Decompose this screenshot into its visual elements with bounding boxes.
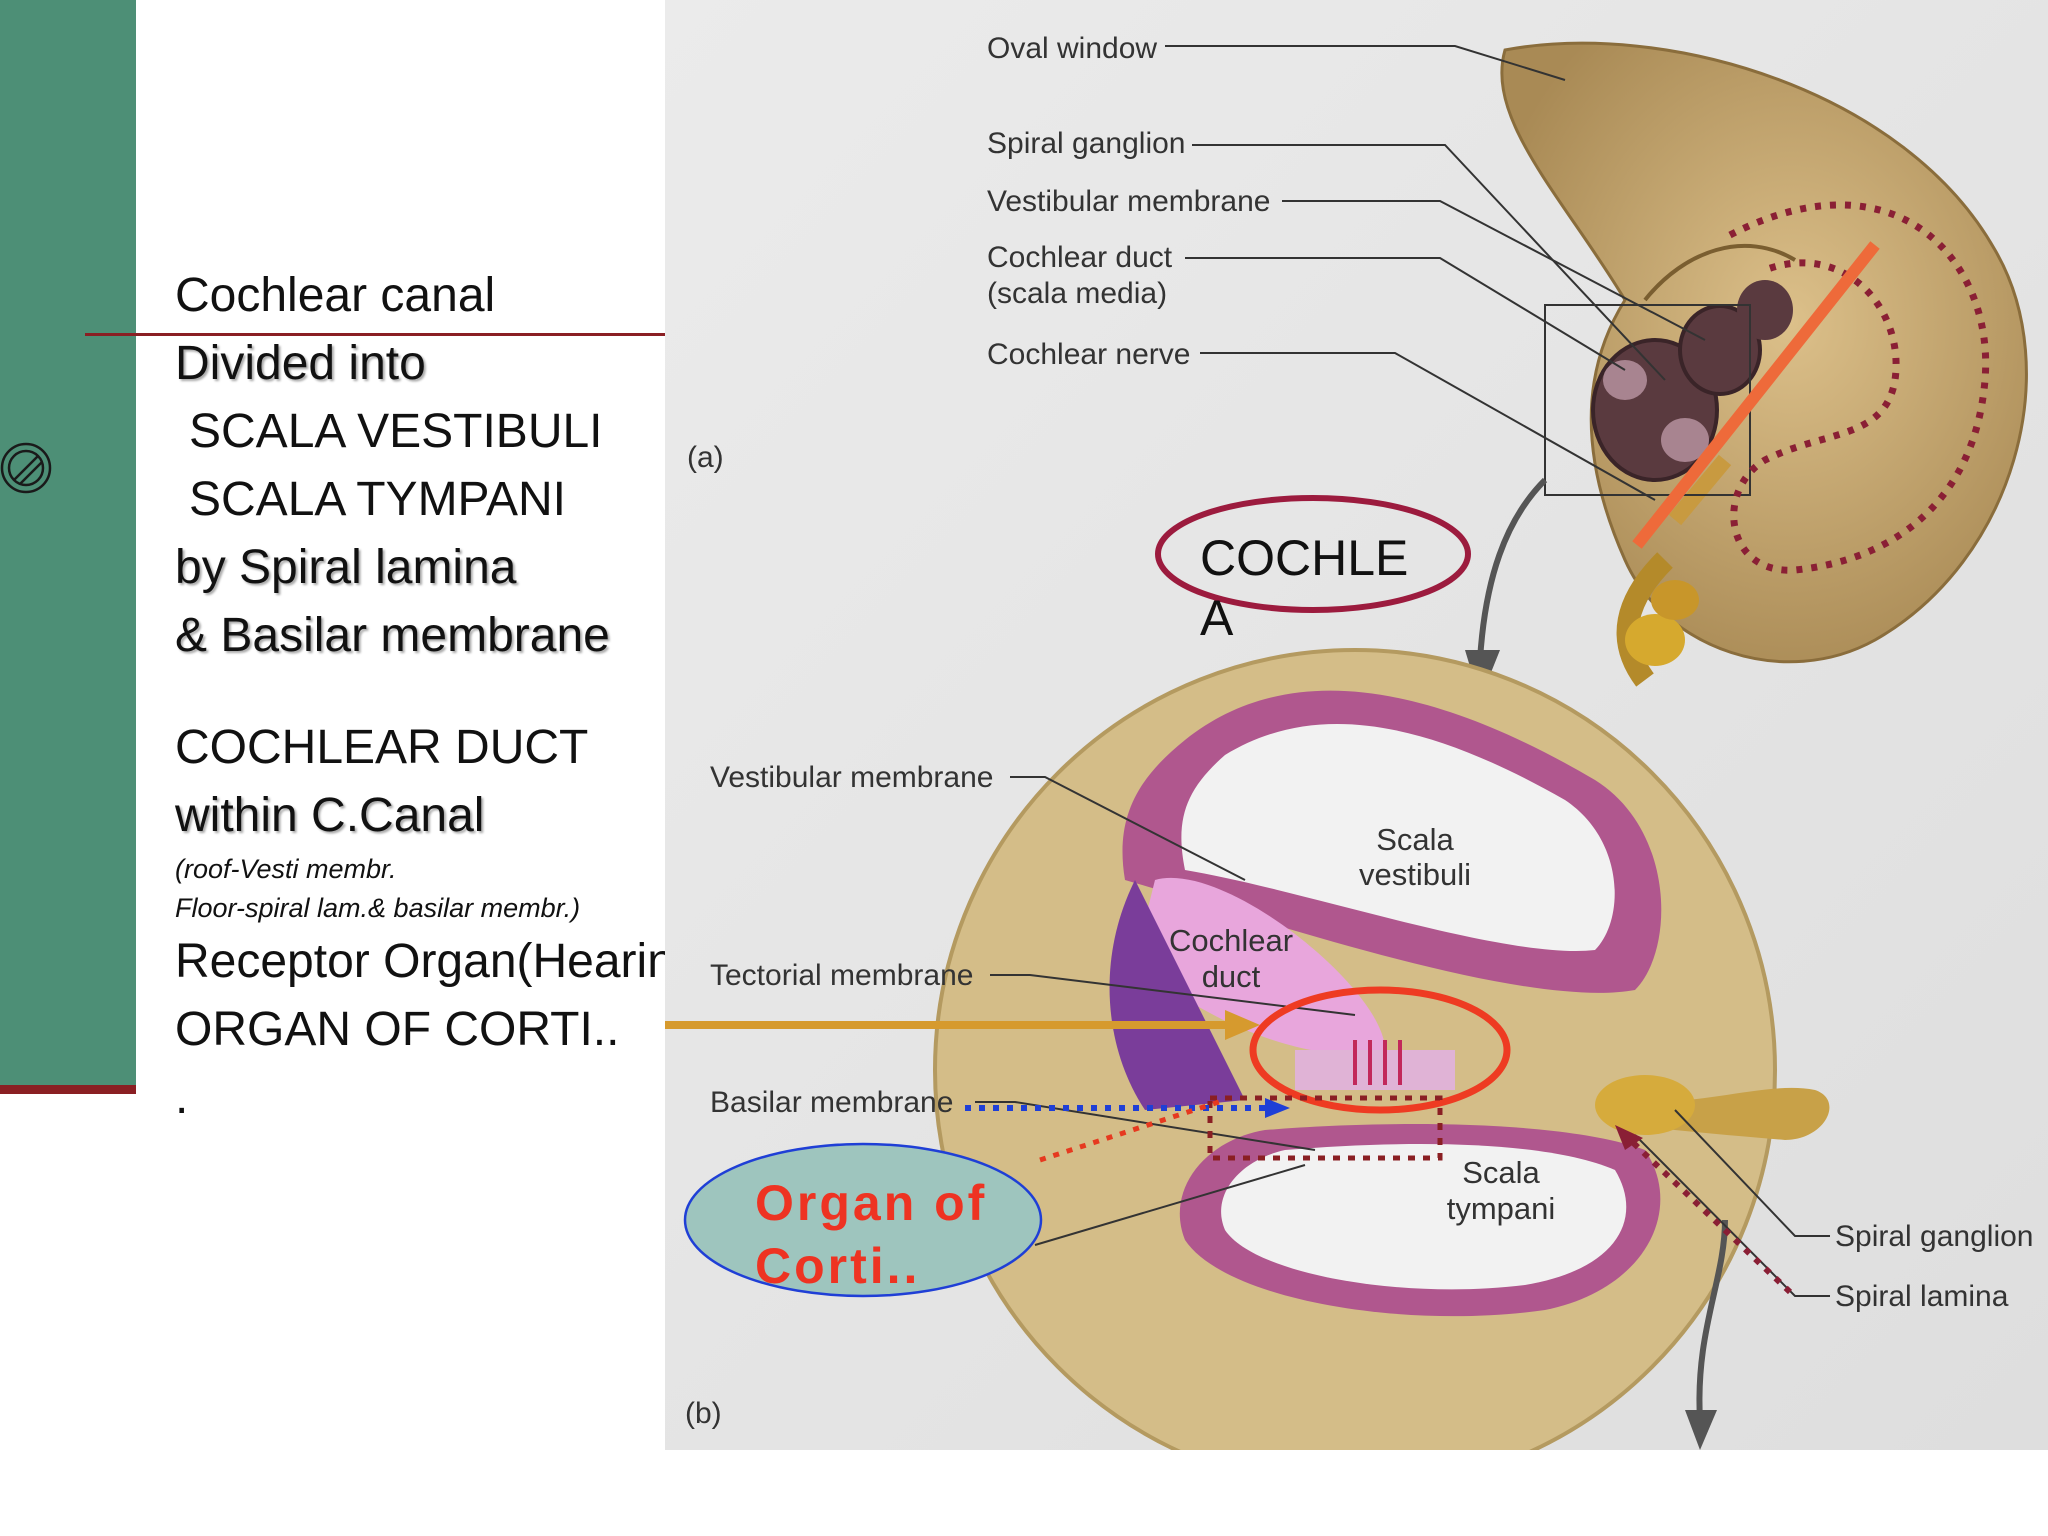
- label-basilar-membrane: Basilar membrane: [710, 1086, 953, 1119]
- label-spiral-ganglion-a: Spiral ganglion: [987, 127, 1185, 160]
- corti-dotted-pointer: [1039, 1097, 1226, 1163]
- text-line: Divided into: [175, 337, 426, 390]
- text-line: Floor-spiral lam.& basilar membr.): [175, 893, 581, 923]
- label-scala-vestibuli-2: vestibuli: [1359, 857, 1471, 892]
- cochlea-cross-section: [933, 648, 1830, 1450]
- sidebar-band: [0, 0, 136, 1094]
- cochlea-diagram: Oval window Spiral ganglion Vestibular m…: [665, 0, 2048, 1450]
- spiral-lamina-dotted-pointer: [1622, 1132, 1793, 1295]
- hair-cells: [1353, 1040, 1402, 1085]
- part-b-leader-lines: [975, 776, 1830, 1297]
- label-tectorial-membrane: Tectorial membrane: [710, 959, 973, 992]
- text-line: Receptor Organ(Hearing: [175, 935, 701, 988]
- cochlea-spiral-illustration: [1500, 41, 2028, 687]
- label-spiral-ganglion-b: Spiral ganglion: [1835, 1220, 2033, 1253]
- label-scala-tympani-2: tympani: [1447, 1191, 1556, 1226]
- text-line: COCHLEAR DUCT: [175, 721, 589, 774]
- cochlea-callout-ellipse: [1155, 495, 1471, 613]
- title-rule: [85, 333, 665, 336]
- slide-text: Cochlear canal Divided into SCALA VESTIB…: [175, 262, 701, 1132]
- label-cochlear-duct-a: Cochlear duct: [987, 241, 1173, 274]
- cochlea-figure: Oval window Spiral ganglion Vestibular m…: [665, 0, 2048, 1450]
- panel-a-label: (a): [687, 441, 724, 474]
- label-scala-tympani-1: Scala: [1462, 1155, 1540, 1190]
- organ-of-corti-callout: [683, 1142, 1043, 1298]
- label-cochlear-duct-b-1: Cochlear: [1169, 923, 1293, 958]
- corti-callout-line2: Corti..: [755, 1238, 920, 1294]
- text-line: ORGAN OF CORTI..: [175, 1003, 620, 1056]
- part-a-leader-lines: [1165, 45, 1706, 501]
- organ-of-corti-highlight: [1249, 986, 1511, 1114]
- part-b-labels: Vestibular membrane Tectorial membrane B…: [685, 761, 2033, 1430]
- label-vestibular-membrane-a: Vestibular membrane: [987, 185, 1270, 218]
- label-scala-vestibuli-1: Scala: [1376, 822, 1454, 857]
- label-spiral-lamina: Spiral lamina: [1835, 1280, 2009, 1313]
- corti-callout-line1: Organ of: [755, 1175, 987, 1231]
- text-line: Cochlear canal: [175, 269, 496, 322]
- text-line: SCALA TYMPANI: [189, 473, 567, 526]
- panel-b-label: (b): [685, 1397, 722, 1430]
- text-line: SCALA VESTIBULI: [189, 405, 603, 458]
- part-a-labels: Oval window Spiral ganglion Vestibular m…: [687, 32, 1270, 474]
- text-line: .: [175, 1071, 189, 1124]
- label-oval-window: Oval window: [987, 32, 1157, 65]
- text-line: within C.Canal: [175, 789, 485, 842]
- section-line: [1632, 241, 1880, 549]
- text-line: (roof-Vesti membr.: [175, 854, 397, 884]
- spiral-path-dotted: [1728, 201, 1990, 574]
- text-line: & Basilar membrane: [175, 609, 610, 662]
- label-cochlear-duct-b-2: duct: [1202, 959, 1261, 994]
- cochlea-callout-line2: A: [1200, 590, 1234, 646]
- label-scala-media: (scala media): [987, 277, 1167, 310]
- label-vestibular-membrane-b: Vestibular membrane: [710, 761, 993, 794]
- cochlea-callout-line1: COCHLE: [1200, 530, 1408, 586]
- text-line: by Spiral lamina: [175, 541, 517, 594]
- slide-circle-icon: [0, 440, 56, 496]
- label-cochlear-nerve: Cochlear nerve: [987, 338, 1190, 371]
- basilar-region-dotted-box: [1207, 1095, 1443, 1161]
